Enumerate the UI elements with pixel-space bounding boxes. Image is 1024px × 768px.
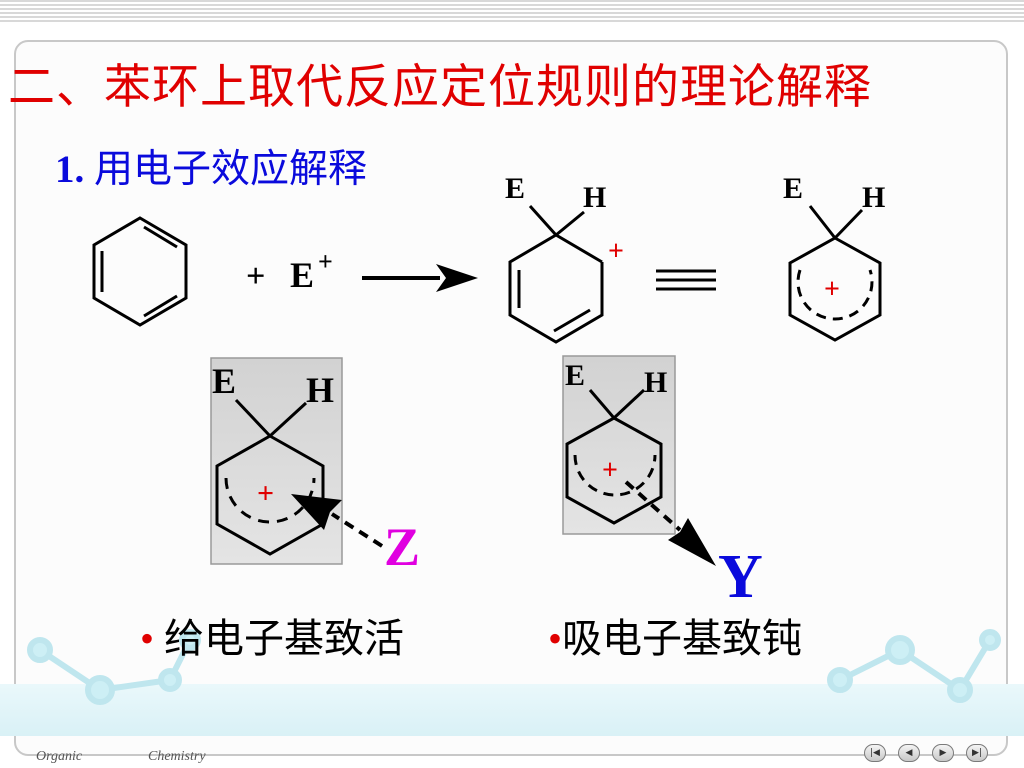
acceptor-bullet-text: 吸电子基致钝	[562, 616, 803, 661]
donor-charge: +	[257, 477, 274, 510]
section-number: 1.	[55, 148, 85, 191]
donor-bullet: • 给电子基致活	[140, 606, 404, 664]
acceptor-e-label: E	[565, 359, 585, 392]
footer-chemistry: Chemistry	[148, 749, 206, 764]
donor-arrow	[291, 494, 384, 548]
page-title: 二、苯环上取代反应定位规则的理论解释	[8, 62, 872, 114]
acceptor-panel	[562, 355, 676, 535]
reaction-arrow	[362, 264, 478, 292]
last-slide-icon[interactable]: ▶|	[966, 744, 988, 762]
top-stripes	[0, 0, 1024, 24]
section-heading: 1. 用电子效应解释	[55, 138, 367, 194]
electrophile-charge: +	[318, 247, 333, 276]
first-slide-icon[interactable]: |◀	[864, 744, 886, 762]
section-text: 用电子效应解释	[94, 148, 368, 191]
plus-sign: +	[246, 258, 265, 295]
previous-slide-icon[interactable]: ◀	[898, 744, 920, 762]
decorative-molecule-band	[0, 684, 1024, 736]
sigma-complex-ring	[508, 204, 604, 344]
bullet-dot: •	[140, 616, 155, 661]
benzene-ring	[92, 216, 188, 327]
acceptor-group-label: Y	[718, 543, 763, 611]
resonance-hybrid-ring	[788, 205, 882, 342]
next-slide-icon[interactable]: ▶	[932, 744, 954, 762]
decorative-molecules	[27, 629, 1001, 705]
donor-panel	[210, 357, 343, 565]
hybrid-e-label: E	[783, 172, 803, 205]
electrophile-label: E	[290, 255, 314, 295]
donor-bullet-text: 给电子基致活	[164, 616, 405, 661]
acceptor-h-label: H	[644, 366, 667, 399]
acceptor-arrow	[624, 480, 716, 566]
acceptor-bullet: •吸电子基致钝	[548, 606, 802, 664]
donor-e-label: E	[212, 361, 236, 401]
donor-h-label: H	[306, 370, 334, 410]
footer-organic: Organic	[36, 749, 83, 764]
bullet-dot: •	[548, 616, 563, 661]
sigma-h-label: H	[583, 181, 606, 214]
hybrid-h-label: H	[862, 181, 885, 214]
donor-group-label: Z	[384, 517, 420, 577]
hybrid-charge: +	[824, 274, 840, 305]
resonance-equivalence-icon	[656, 269, 716, 291]
acceptor-charge: +	[602, 455, 618, 486]
sigma-charge: +	[608, 236, 624, 267]
sigma-e-label: E	[505, 172, 525, 205]
